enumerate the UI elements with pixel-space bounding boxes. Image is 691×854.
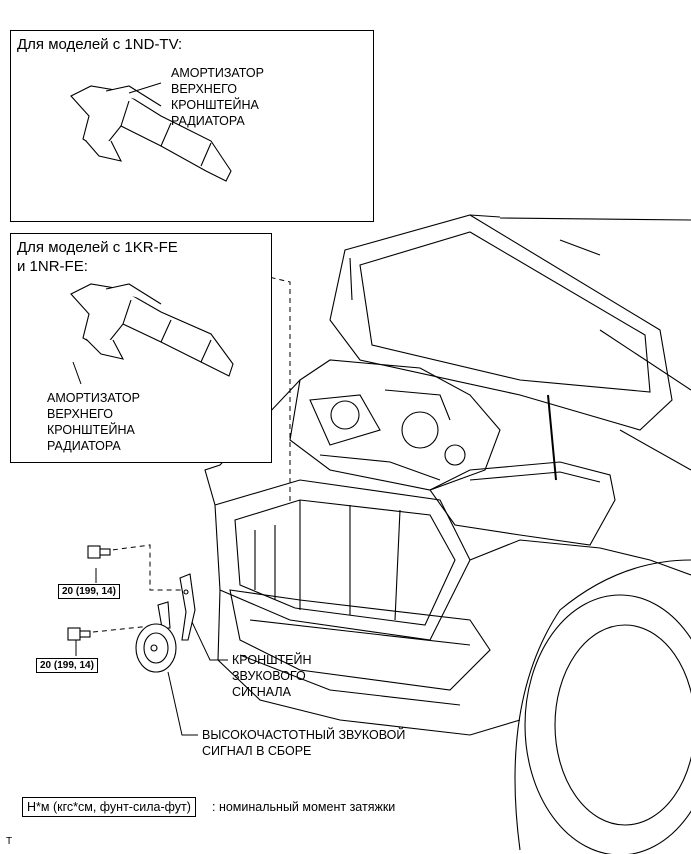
torque-value-lower: 20 (199, 14) — [36, 658, 98, 673]
part-label: АМОРТИЗАТОР ВЕРХНЕГО КРОНШТЕЙНА РАДИАТОР… — [47, 391, 140, 453]
bolt-upper — [87, 545, 111, 559]
model-box-1kr-fe-1nr-fe: Для моделей с 1KR-FE и 1NR-FE: АМОРТИЗАТ… — [10, 233, 272, 463]
corner-mark: T — [6, 836, 13, 847]
radiator-support — [214, 479, 471, 641]
bracket-label: КРОНШТЕЙН ЗВУКОВОГО СИГНАЛА — [232, 653, 312, 699]
shock-absorber-illustration — [70, 283, 234, 385]
open-hood — [329, 214, 673, 431]
part-label: АМОРТИЗАТОР ВЕРХНЕГО КРОНШТЕЙНА РАДИАТОР… — [171, 66, 264, 128]
torque-value-upper: 20 (199, 14) — [58, 584, 120, 599]
model-box-1nd-tv: Для моделей с 1ND-TV: АМОРТИЗАТОР ВЕРХНЕ… — [10, 30, 374, 222]
shock-absorber-illustration — [70, 82, 232, 182]
legend-unit-box: Н*м (кгс*см, фунт-сила-фут) — [22, 797, 196, 817]
horn-bracket — [179, 573, 196, 641]
bolt-lower — [67, 627, 91, 641]
horn-assembly — [135, 601, 177, 673]
headlamp — [429, 461, 616, 546]
front-tire — [514, 559, 691, 851]
box-title: Для моделей с 1ND-TV: — [17, 36, 183, 53]
horn-label: ВЫСОКОЧАСТОТНЫЙ ЗВУКОВОЙ СИГНАЛ В СБОРЕ — [202, 728, 406, 758]
legend-description: : номинальный момент затяжки — [212, 800, 396, 814]
box-title: Для моделей с 1KR-FE и 1NR-FE: — [17, 239, 178, 275]
